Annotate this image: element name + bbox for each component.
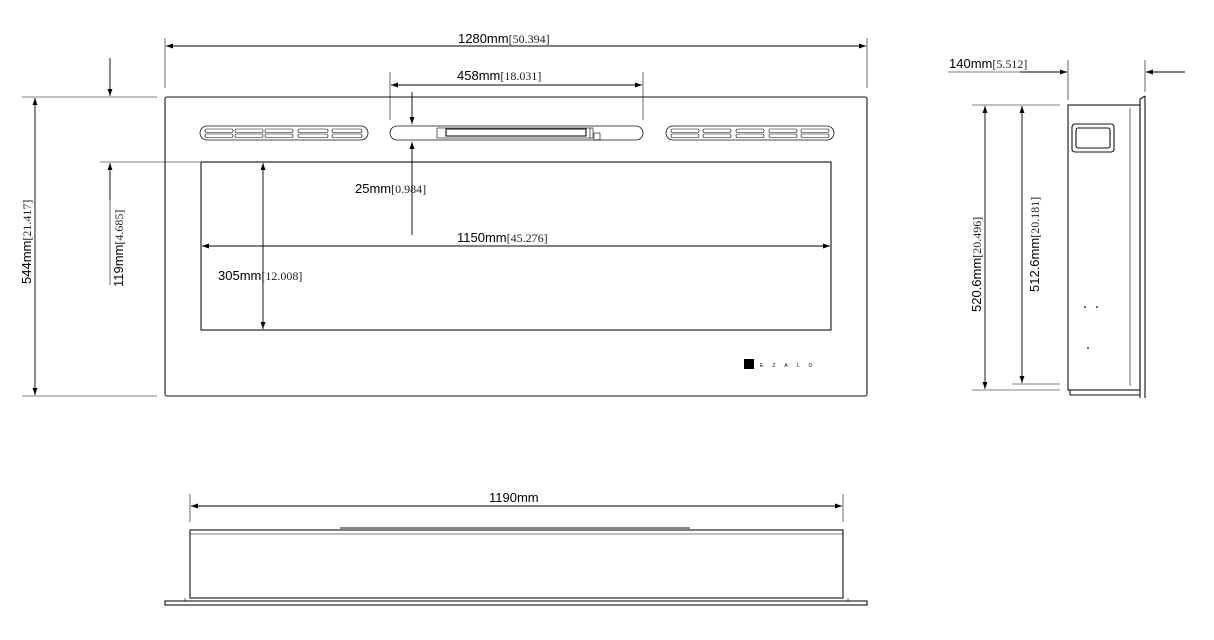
svg-text:1280mm[50.394]: 1280mm[50.394] [458, 31, 550, 46]
dim-control-panel: 458mm[18.031] [389, 68, 644, 120]
overall-height-inch: [21.417] [20, 200, 34, 241]
svg-text:25mm[0.984]: 25mm[0.984] [355, 181, 426, 196]
svg-text:1150mm[45.276]: 1150mm[45.276] [457, 230, 548, 245]
side-height-outer-inch: [20.496] [970, 217, 984, 258]
front-view: EZALO 1280mm[50.394] 458mm[18.031] 25mm[… [19, 31, 868, 397]
side-height-inner-mm: 512.6mm [1027, 238, 1042, 292]
front-frame [164, 96, 868, 397]
svg-text:520.6mm[20.496]: 520.6mm[20.496] [969, 217, 984, 312]
dim-overall-height: 544mm[21.417] [19, 96, 157, 397]
svg-text:119mm[4.685]: 119mm[4.685] [111, 210, 126, 287]
dim-side-height-outer: 520.6mm[20.496] [969, 104, 1060, 391]
side-height-outer-mm: 520.6mm [969, 258, 984, 312]
control-panel-width-inch: [18.031] [500, 69, 541, 83]
svg-text:458mm[18.031]: 458mm[18.031] [457, 68, 541, 83]
top-body [189, 529, 844, 599]
dim-overall-width: 1280mm[50.394] [164, 31, 868, 88]
dim-top-gap: 25mm[0.984] [355, 92, 426, 235]
dim-side-height-inner: 512.6mm[20.181] [1012, 106, 1060, 385]
svg-text:512.6mm[20.181]: 512.6mm[20.181] [1027, 197, 1042, 292]
side-front-top [1139, 95, 1146, 100]
right-vent [665, 125, 835, 141]
side-depth-inch: [5.512] [992, 57, 1027, 71]
top-to-glass-inch: [4.685] [112, 210, 126, 245]
top-front-panel [164, 600, 868, 606]
glass-width-inch: [45.276] [507, 231, 548, 245]
dim-glass-height: 305mm[12.008] [218, 163, 302, 329]
logo-square-icon [744, 359, 754, 369]
top-view: 1190mm [164, 490, 868, 606]
glass-height-mm: 305mm [218, 268, 261, 283]
side-depth-mm: 140mm [949, 56, 992, 71]
overall-width-inch: [50.394] [509, 32, 550, 46]
svg-text:544mm[21.417]: 544mm[21.417] [19, 200, 34, 284]
brand-text: EZALO [760, 363, 821, 369]
svg-text:305mm[12.008]: 305mm[12.008] [218, 268, 302, 283]
side-view: 140mm[5.512] 520.6mm[20.496] 512.6mm[20.… [948, 56, 1185, 398]
dim-glass-width: 1150mm[45.276] [202, 230, 830, 249]
glass-height-inch: [12.008] [261, 269, 302, 283]
control-panel-width-mm: 458mm [457, 68, 500, 83]
left-vent [199, 125, 369, 141]
glass-width-mm: 1150mm [457, 230, 507, 245]
top-gap-mm: 25mm [355, 181, 391, 196]
svg-text:140mm[5.512]: 140mm[5.512] [949, 56, 1027, 71]
dim-top-to-glass: 119mm[4.685] [100, 58, 200, 287]
control-panel [389, 125, 644, 141]
dim-side-depth: 140mm[5.512] [948, 56, 1185, 100]
glass-panel [200, 161, 832, 331]
brand-logo: EZALO [744, 359, 821, 369]
top-width-mm: 1190mm [489, 490, 539, 505]
overall-width-mm: 1280mm [458, 31, 509, 46]
dim-top-width: 1190mm [189, 490, 844, 522]
side-height-inner-inch: [20.181] [1028, 197, 1042, 238]
side-handle-icon [1071, 123, 1115, 153]
top-to-glass-mm: 119mm [111, 245, 126, 287]
top-gap-inch: [0.984] [391, 182, 426, 196]
overall-height-mm: 544mm [19, 241, 34, 284]
